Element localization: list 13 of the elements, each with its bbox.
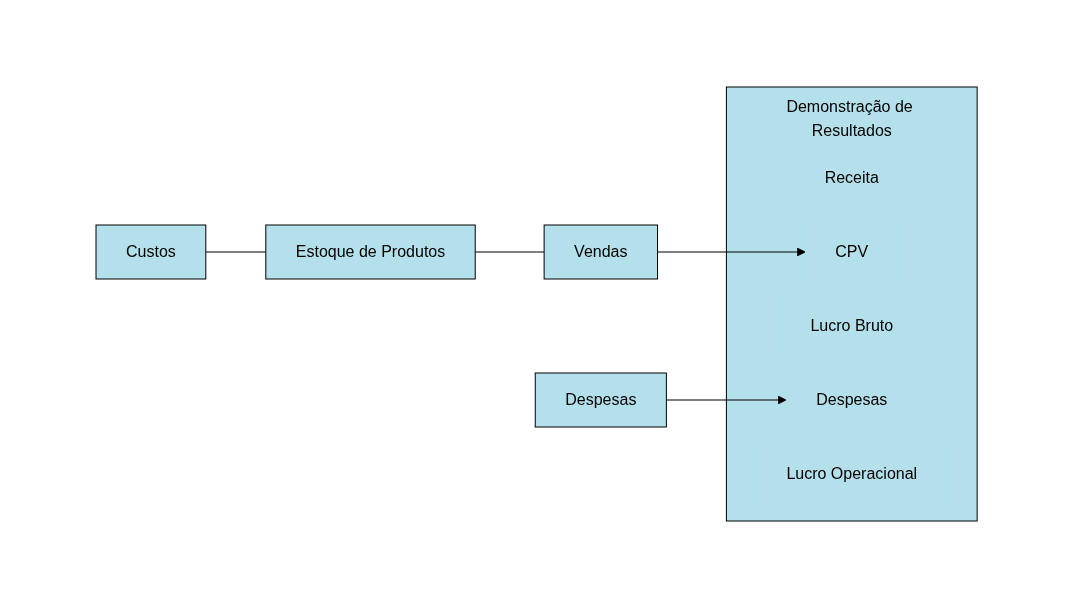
arrow (657, 247, 807, 256)
connector (205, 250, 267, 253)
node-text: Lucro Operacional (786, 464, 918, 482)
node-text: Receita (825, 168, 880, 186)
node-box: Estoque de Produtos (265, 224, 477, 279)
node-box: Despesas (535, 372, 668, 427)
connector (475, 250, 546, 253)
node-text: Lucro Bruto (810, 316, 894, 334)
node-text: Despesas (816, 390, 888, 408)
node-box: Custos (95, 224, 207, 279)
node-box: Vendas (544, 224, 659, 279)
node-text: CPV (835, 242, 869, 260)
arrow (666, 395, 787, 404)
